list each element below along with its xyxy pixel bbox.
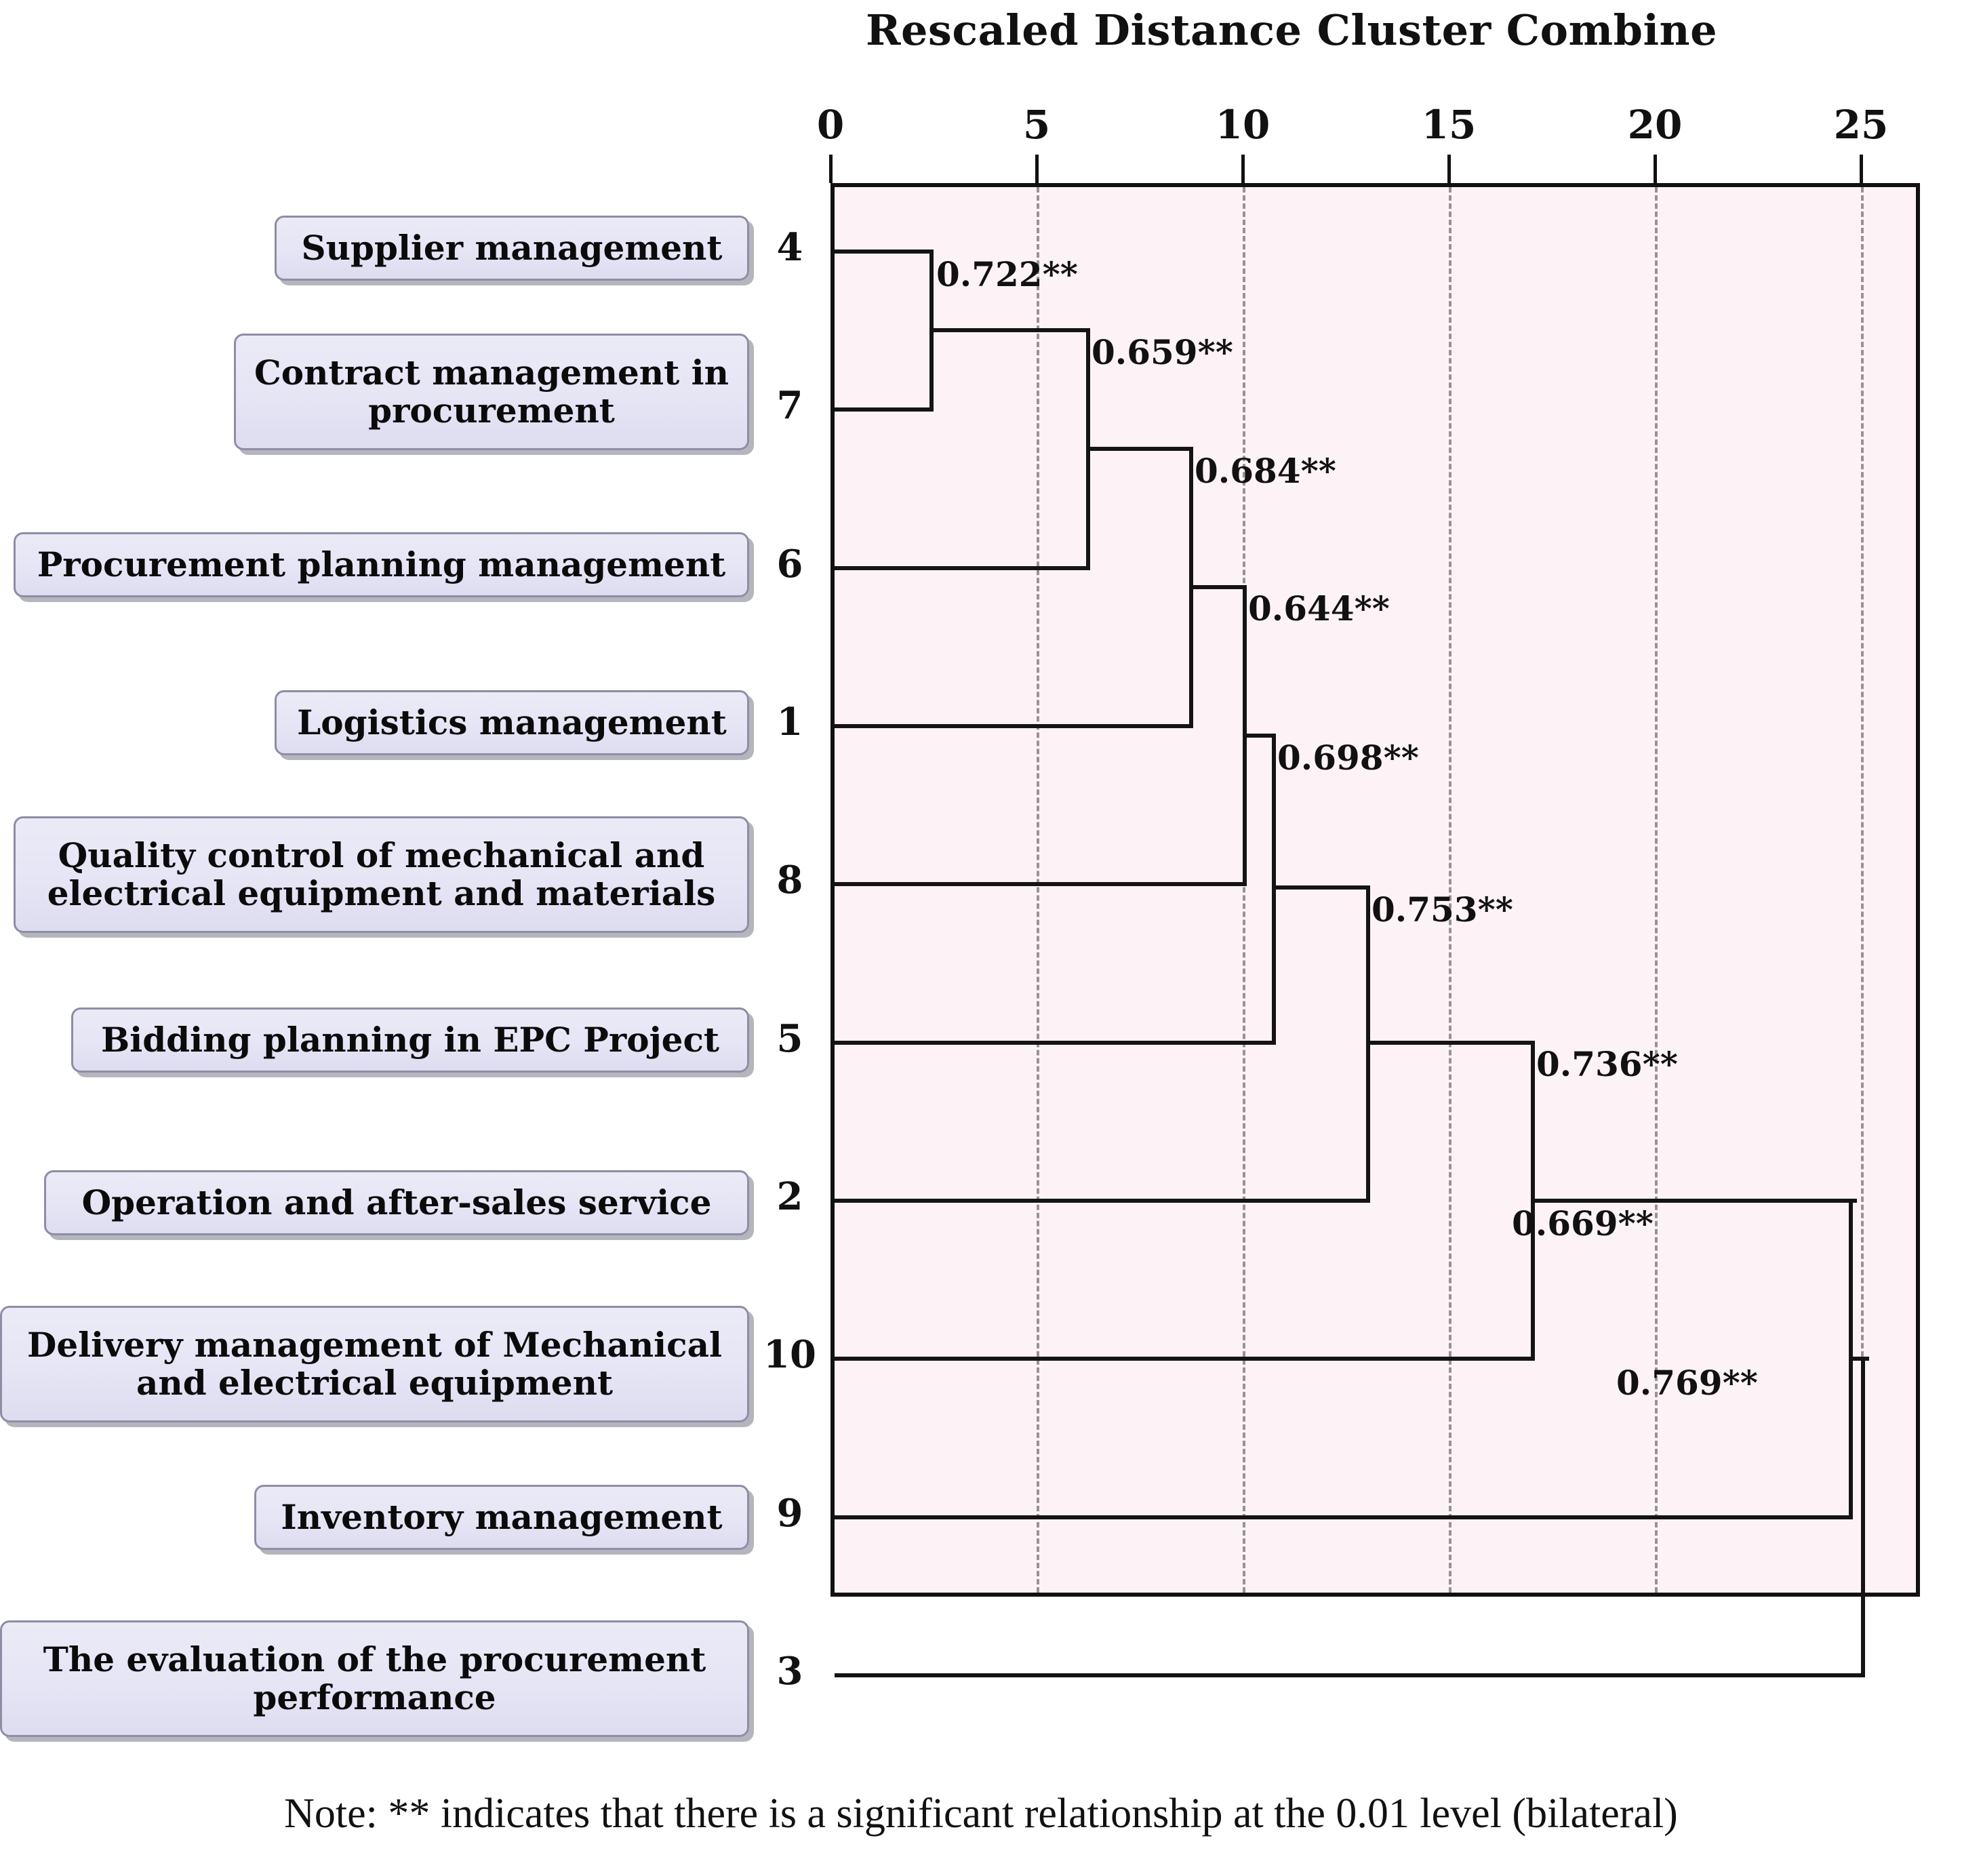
link-m3-to-m4 — [1189, 585, 1247, 589]
gridline-5 — [1037, 187, 1039, 1593]
leaf-number-8: 8 — [776, 858, 803, 902]
x-tick-mark-15 — [1447, 155, 1451, 183]
leaf-number-2: 2 — [776, 1174, 803, 1219]
link-m8-to-m9 — [1849, 1357, 1869, 1361]
link-leaf-1 — [835, 724, 1193, 728]
link-leaf-2 — [835, 1199, 1370, 1203]
gridline-20 — [1655, 187, 1658, 1593]
link-m1-to-m2 — [929, 328, 1090, 332]
merge-label-0753: 0.753** — [1372, 890, 1513, 930]
leaf-number-9: 9 — [776, 1491, 803, 1536]
link-leaf-6 — [835, 566, 1090, 570]
leaf-number-6: 6 — [776, 542, 803, 586]
link-m4-to-m5 — [1243, 734, 1276, 738]
leaf-label-6: Procurement planning management — [14, 532, 749, 597]
gridline-15 — [1449, 187, 1452, 1593]
merge-label-0659: 0.659** — [1092, 332, 1233, 372]
merge-label-0669: 0.669** — [1512, 1203, 1654, 1243]
x-tick-label-20: 20 — [1627, 102, 1683, 148]
merge-label-0698: 0.698** — [1277, 738, 1419, 778]
link-leaf-9 — [835, 1515, 1853, 1519]
leaf-label-2: Operation and after-sales service — [44, 1170, 749, 1235]
link-m7-to-m8 — [1531, 1199, 1857, 1203]
leaf-label-9: Inventory management — [254, 1485, 749, 1550]
dendrogram-plot-area — [830, 183, 1920, 1677]
leaf-label-3: The evaluation of the procurement perfor… — [0, 1620, 749, 1737]
x-tick-label-5: 5 — [1022, 102, 1051, 148]
link-leaf-10 — [835, 1357, 1535, 1361]
link-m2-to-m3 — [1086, 447, 1193, 451]
x-tick-label-15: 15 — [1421, 102, 1477, 148]
leaf-label-7: Contract management in procurement — [234, 334, 749, 450]
link-leaf-7 — [835, 407, 934, 412]
merge-label-0722: 0.722** — [936, 254, 1078, 294]
link-m5-to-m6 — [1272, 885, 1370, 890]
leaf-number-3: 3 — [776, 1649, 803, 1694]
gridline-25 — [1861, 187, 1864, 1593]
link-merge-m9-vertical — [1861, 1357, 1865, 1677]
x-tick-label-25: 25 — [1833, 102, 1889, 148]
link-leaf-3 — [835, 1673, 1865, 1677]
x-tick-mark-0 — [829, 155, 833, 183]
x-tick-mark-20 — [1654, 155, 1657, 183]
merge-label-0736: 0.736** — [1536, 1044, 1678, 1084]
figure-note: Note: ** indicates that there is a signi… — [284, 1791, 1678, 1837]
leaf-number-10: 10 — [763, 1332, 816, 1377]
leaf-number-5: 5 — [776, 1016, 803, 1061]
x-tick-mark-10 — [1241, 155, 1245, 183]
leaf-number-7: 7 — [776, 383, 803, 428]
leaf-number-4: 4 — [776, 225, 803, 270]
link-m6-to-m7 — [1366, 1041, 1535, 1045]
merge-label-0684: 0.684** — [1195, 451, 1336, 491]
gridline-10 — [1243, 187, 1245, 1593]
leaf-label-5: Bidding planning in EPC Project — [71, 1007, 749, 1073]
merge-label-0769: 0.769** — [1616, 1363, 1758, 1403]
x-tick-mark-5 — [1035, 155, 1039, 183]
x-axis: 0 5 10 15 20 25 — [0, 102, 1962, 187]
link-leaf-4 — [835, 250, 934, 254]
leaf-label-1: Logistics management — [275, 690, 749, 755]
x-tick-mark-25 — [1860, 155, 1863, 183]
x-tick-label-0: 0 — [816, 102, 845, 148]
leaf-label-4: Supplier management — [275, 216, 749, 281]
chart-title: Rescaled Distance Cluster Combine — [865, 5, 1718, 55]
leaf-label-10: Delivery management of Mechanical and el… — [0, 1306, 749, 1422]
link-leaf-5 — [835, 1041, 1276, 1045]
leaf-label-8: Quality control of mechanical and electr… — [14, 816, 749, 933]
leaf-number-1: 1 — [776, 700, 803, 744]
merge-label-0644: 0.644** — [1248, 588, 1390, 628]
x-tick-label-10: 10 — [1215, 102, 1270, 148]
link-leaf-8 — [835, 882, 1247, 886]
